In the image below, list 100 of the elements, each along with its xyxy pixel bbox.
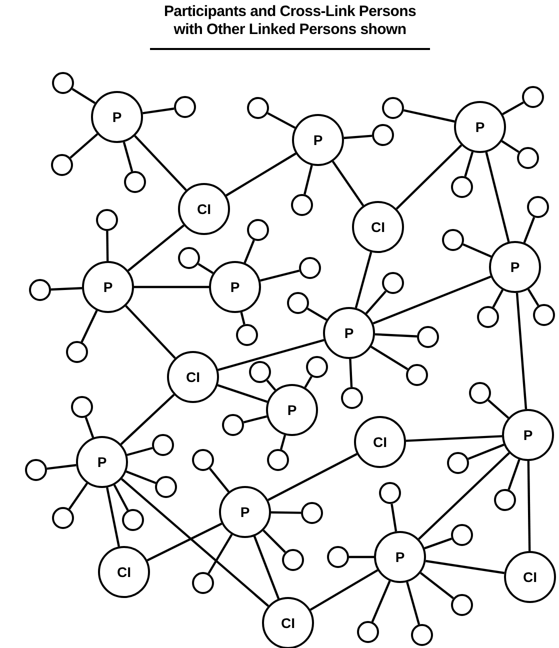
linked-person-circle <box>447 452 469 474</box>
linked-person-circle <box>382 97 404 119</box>
connector-line <box>485 152 510 242</box>
connector-line <box>332 160 364 206</box>
linked-person-circle <box>372 124 394 146</box>
linked-person-circle <box>451 524 473 546</box>
linked-person-circle <box>451 594 473 616</box>
connector-line <box>464 152 474 177</box>
connector-line <box>146 522 222 562</box>
person-circle: CI <box>354 416 406 468</box>
connector-line <box>406 582 420 625</box>
linked-person-circle <box>417 326 439 348</box>
connector-line <box>218 339 324 371</box>
diagram-title: Participants and Cross-Link Persons with Other Linked Persons shown <box>150 3 430 50</box>
connector-line <box>268 453 358 501</box>
linked-person-circle <box>122 509 144 531</box>
linked-person-circle <box>291 194 313 216</box>
person-circle: P <box>266 384 318 436</box>
linked-person-circle <box>327 546 349 568</box>
linked-person-circle <box>442 229 464 251</box>
linked-person-circle <box>406 364 428 386</box>
linked-person-circle <box>282 549 304 571</box>
linked-person-circle <box>527 196 549 218</box>
connector-line <box>120 394 175 446</box>
linked-person-circle <box>236 324 258 346</box>
linked-person-circle <box>267 449 289 471</box>
connector-line <box>142 108 174 114</box>
connector-line <box>72 88 96 104</box>
linked-person-circle <box>469 382 491 404</box>
person-circle: P <box>454 101 506 153</box>
connector-line <box>418 452 510 540</box>
connector-line <box>128 224 184 272</box>
connector-line <box>50 287 82 291</box>
person-circle: CI <box>504 551 556 603</box>
linked-person-circle <box>71 396 93 418</box>
person-circle: P <box>374 531 426 583</box>
connector-line <box>527 288 540 306</box>
connector-line <box>492 289 504 308</box>
linked-person-circle <box>174 96 196 118</box>
connector-line <box>240 312 246 325</box>
connector-line <box>365 290 387 314</box>
connector-line <box>371 580 391 622</box>
person-circle: P <box>219 486 271 538</box>
linked-person-circle <box>522 86 544 108</box>
connector-line <box>508 459 520 490</box>
person-circle: P <box>91 91 143 143</box>
connector-line <box>502 101 524 116</box>
connector-line <box>208 534 233 574</box>
linked-person-circle <box>247 219 269 241</box>
connector-line <box>120 478 270 607</box>
connector-line <box>527 460 531 552</box>
connector-line <box>344 134 372 140</box>
person-circle: CI <box>167 351 219 403</box>
connector-line <box>126 470 156 484</box>
connector-line <box>396 144 462 210</box>
linked-person-circle <box>51 154 73 176</box>
connector-line <box>426 560 504 574</box>
connector-line <box>270 511 302 514</box>
connector-line <box>424 538 452 550</box>
connector-line <box>84 416 94 438</box>
linked-person-circle <box>357 621 379 643</box>
linked-person-circle <box>451 176 473 198</box>
linked-person-circle <box>306 356 328 378</box>
linked-person-circle <box>178 247 200 269</box>
connector-line <box>349 358 353 388</box>
linked-person-circle <box>152 434 174 456</box>
connector-line <box>243 415 268 424</box>
person-circle: CI <box>98 546 150 598</box>
linked-person-circle <box>494 489 516 511</box>
linked-person-circle <box>533 304 555 326</box>
person-circle: CI <box>262 597 314 648</box>
connector-line <box>134 135 187 191</box>
connector-line <box>253 536 280 600</box>
connector-line <box>122 142 134 172</box>
person-circle: P <box>82 261 134 313</box>
linked-person-circle <box>124 171 146 193</box>
linked-person-circle <box>247 97 269 119</box>
linked-person-circle <box>382 272 404 294</box>
connector-line <box>306 308 328 321</box>
person-circle: P <box>292 114 344 166</box>
connector-line <box>374 333 418 338</box>
linked-person-circle <box>222 414 244 436</box>
connector-line <box>260 270 300 282</box>
connector-line <box>488 399 510 419</box>
connector-line <box>198 262 214 274</box>
person-circle: CI <box>352 201 404 253</box>
connector-line <box>125 305 176 359</box>
person-circle: P <box>76 436 128 488</box>
linked-person-circle <box>477 306 499 328</box>
connector-line <box>106 230 109 262</box>
connector-line <box>217 384 268 403</box>
linked-person-circle <box>249 361 271 383</box>
linked-person-circle <box>379 482 401 504</box>
connector-line <box>106 487 120 547</box>
linked-person-circle <box>96 209 118 231</box>
connector-line <box>134 286 209 288</box>
connector-line <box>523 216 536 244</box>
connector-line <box>403 109 455 123</box>
linked-person-circle <box>299 257 321 279</box>
connector-line <box>70 133 98 159</box>
